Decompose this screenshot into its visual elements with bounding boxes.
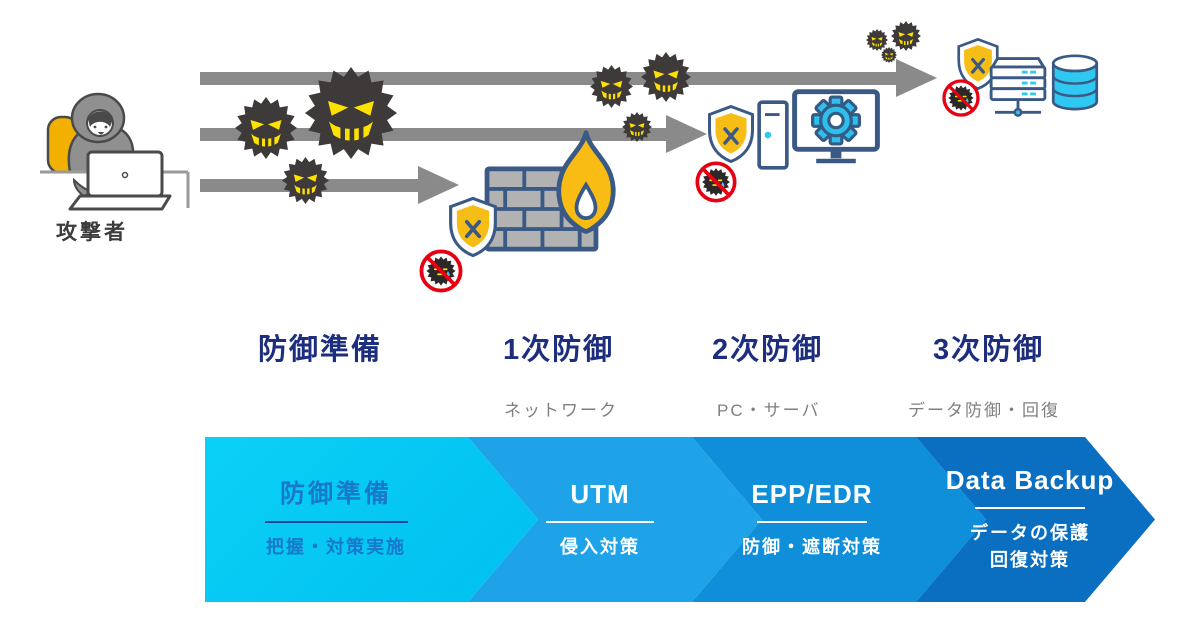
segment-divider bbox=[264, 520, 408, 523]
stage-sub-3: データ防御・回復 bbox=[908, 401, 1060, 420]
shield-icon bbox=[706, 105, 756, 163]
attack-arrow-1-head bbox=[896, 59, 937, 97]
database-icon bbox=[1050, 52, 1100, 114]
virus-icon bbox=[282, 157, 329, 204]
banner-label-2: UTM 侵入対策 bbox=[480, 437, 720, 602]
blocked-virus-icon bbox=[418, 248, 464, 294]
banner-label-1: 防御準備 把握・対策実施 bbox=[216, 437, 456, 602]
segment-title: UTM bbox=[570, 478, 630, 509]
blocked-virus-icon bbox=[694, 160, 738, 204]
segment-subtitle: 防御・遮断対策 bbox=[742, 536, 882, 557]
attack-arrow-1 bbox=[200, 72, 897, 85]
segment-subtitle: 把握・対策実施 bbox=[266, 536, 406, 557]
stage-sub-1: ネットワーク bbox=[504, 401, 618, 420]
segment-subtitle: データの保護 bbox=[970, 523, 1090, 543]
stage-heading-0: 防御準備 bbox=[258, 334, 383, 366]
segment-title: EPP/EDR bbox=[751, 478, 873, 509]
monitor-gear-icon bbox=[791, 88, 881, 171]
virus-icon bbox=[590, 65, 633, 108]
stage-heading-2: 2次防御 bbox=[712, 334, 824, 366]
blocked-virus-icon bbox=[941, 78, 981, 118]
segment-divider bbox=[975, 507, 1085, 509]
attack-arrow-2-head bbox=[666, 115, 707, 153]
segment-title: 防御準備 bbox=[279, 479, 392, 508]
virus-icon bbox=[641, 52, 691, 102]
attack-arrow-3-head bbox=[418, 166, 459, 204]
banner-label-4: Data Backup データの保護 回復対策 bbox=[910, 437, 1150, 602]
stage-heading-1: 1次防御 bbox=[503, 334, 615, 366]
segment-divider bbox=[757, 520, 867, 523]
stage-sub-2: PC・サーバ bbox=[717, 401, 821, 420]
attacker-icon bbox=[40, 90, 190, 215]
segment-title: Data Backup bbox=[945, 465, 1115, 495]
flame-icon bbox=[548, 120, 624, 246]
pc-tower-icon bbox=[753, 100, 793, 170]
virus-icon bbox=[881, 47, 897, 63]
stage-heading-3: 3次防御 bbox=[933, 334, 1045, 366]
server-icon bbox=[986, 54, 1050, 122]
attacker-label: 攻撃者 bbox=[56, 221, 128, 244]
banner-segment-1 bbox=[205, 437, 538, 602]
segment-subtitle-2: 回復対策 bbox=[990, 550, 1070, 570]
virus-icon bbox=[235, 97, 297, 159]
banner-label-3: EPP/EDR 防御・遮断対策 bbox=[692, 437, 932, 602]
virus-icon bbox=[622, 112, 652, 142]
segment-subtitle: 侵入対策 bbox=[560, 536, 640, 557]
segment-divider bbox=[546, 520, 654, 523]
virus-icon bbox=[305, 67, 397, 159]
